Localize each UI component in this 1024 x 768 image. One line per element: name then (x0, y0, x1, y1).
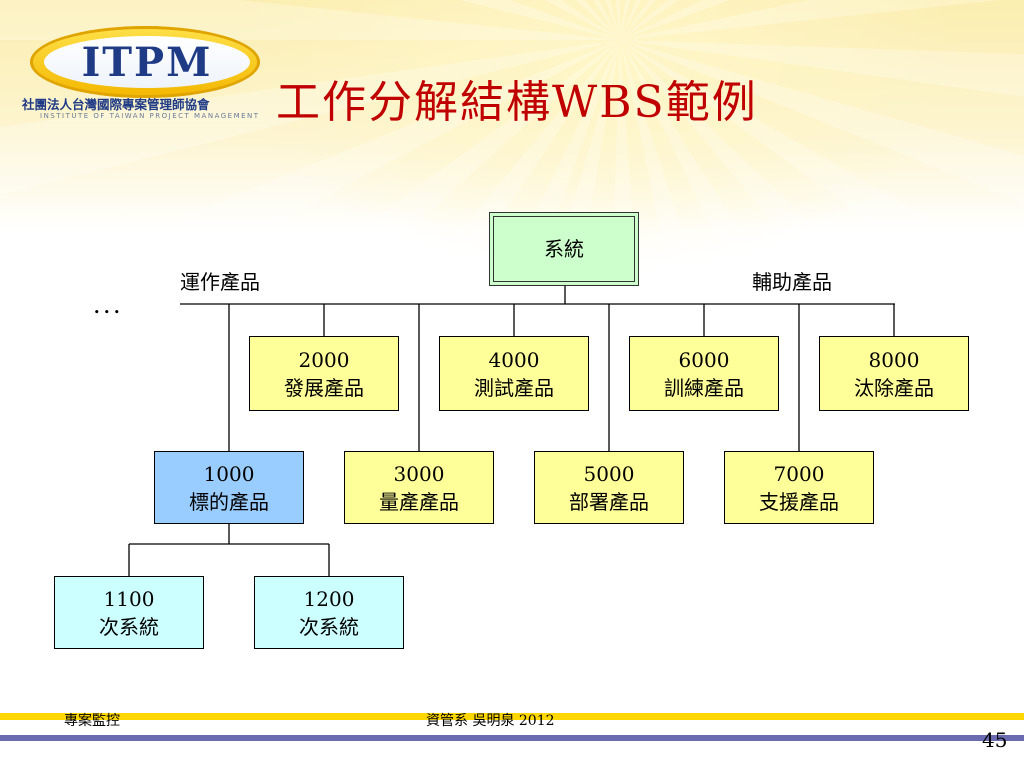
itpm-logo: ITPM 社團法人台灣國際專案管理師協會 INSTITUTE OF TAIWAN… (22, 14, 262, 124)
node-code: 2000 (298, 347, 350, 372)
logo-inner: ITPM (44, 36, 250, 88)
node-label: 支援產品 (759, 489, 839, 514)
label-ellipsis: ．．． (92, 294, 132, 318)
label-operational-products: 運作產品 (180, 270, 260, 294)
label-support-products: 輔助產品 (752, 270, 832, 294)
wbs-node-7000: 7000 支援產品 (724, 451, 874, 524)
node-label: 次系統 (299, 614, 359, 639)
wbs-node-1200: 1200 次系統 (254, 576, 404, 649)
node-code: 1200 (303, 586, 355, 611)
logo-text: ITPM (81, 38, 213, 86)
footer-left-text: 專案監控 (64, 713, 120, 729)
wbs-node-2000: 2000 發展產品 (249, 336, 399, 411)
node-code: 1100 (103, 586, 155, 611)
wbs-node-6000: 6000 訓練產品 (629, 336, 779, 411)
node-label: 次系統 (99, 614, 159, 639)
slide-title: 工作分解結構WBS範例 (276, 77, 758, 128)
node-code: 6000 (678, 347, 730, 372)
footer-yellow-stripe (0, 713, 1024, 720)
node-label: 發展產品 (284, 375, 364, 400)
page-number: 45 (982, 728, 1008, 752)
node-code: 5000 (583, 461, 635, 486)
node-code: 8000 (868, 347, 920, 372)
node-label: 訓練產品 (664, 375, 744, 400)
node-label: 標的產品 (189, 489, 269, 514)
footer-center-text: 資管系 吳明泉 2012 (426, 713, 555, 729)
node-code: 4000 (488, 347, 540, 372)
wbs-node-1100: 1100 次系統 (54, 576, 204, 649)
wbs-node-4000: 4000 測試產品 (439, 336, 589, 411)
footer-blue-stripe (0, 735, 1024, 741)
wbs-node-1000: 1000 標的產品 (154, 451, 304, 524)
wbs-node-8000: 8000 汰除產品 (819, 336, 969, 411)
node-label: 部署產品 (569, 489, 649, 514)
logo-subtitle: 社團法人台灣國際專案管理師協會 (22, 97, 210, 112)
wbs-node-system: 系統 (489, 212, 639, 286)
logo-subtitle-en: INSTITUTE OF TAIWAN PROJECT MANAGEMENT (40, 112, 260, 120)
node-label: 系統 (544, 237, 584, 261)
node-label: 汰除產品 (854, 375, 934, 400)
node-code: 1000 (203, 461, 255, 486)
node-code: 3000 (393, 461, 445, 486)
wbs-node-3000: 3000 量產產品 (344, 451, 494, 524)
node-label: 量產產品 (379, 489, 459, 514)
node-label: 測試產品 (474, 375, 554, 400)
node-code: 7000 (773, 461, 825, 486)
wbs-node-5000: 5000 部署產品 (534, 451, 684, 524)
